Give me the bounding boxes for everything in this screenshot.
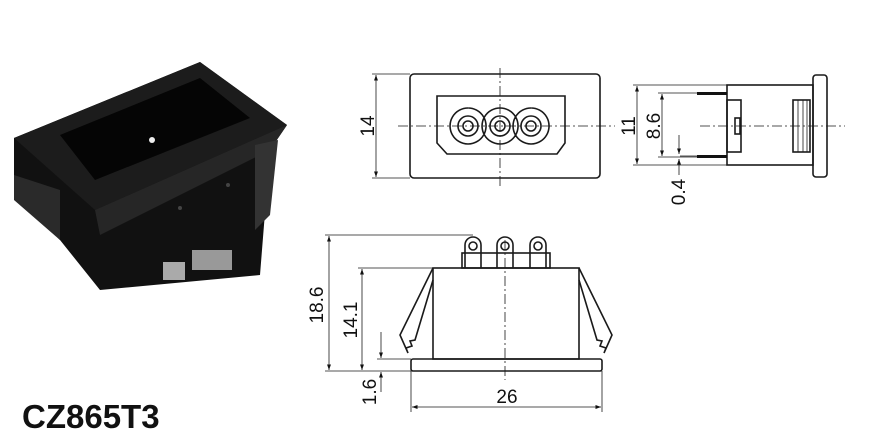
dim-total-height: 18.6: [307, 287, 328, 324]
dim-pin-spacing: 8.6: [644, 113, 665, 139]
dim-body-height: 14.1: [341, 302, 362, 339]
dim-side-height: 11: [619, 116, 640, 136]
front-view: [372, 68, 615, 186]
dim-flange-width: 26: [496, 387, 517, 408]
product-photo: [14, 62, 287, 290]
side-view: [633, 74, 845, 178]
model-title: CZ865T3: [22, 398, 160, 435]
dim-front-height: 14: [358, 115, 379, 137]
elevation-view: [325, 234, 613, 412]
dim-flange-thickness: 1.6: [360, 379, 381, 405]
dim-pin-thickness: 0.4: [669, 178, 690, 205]
